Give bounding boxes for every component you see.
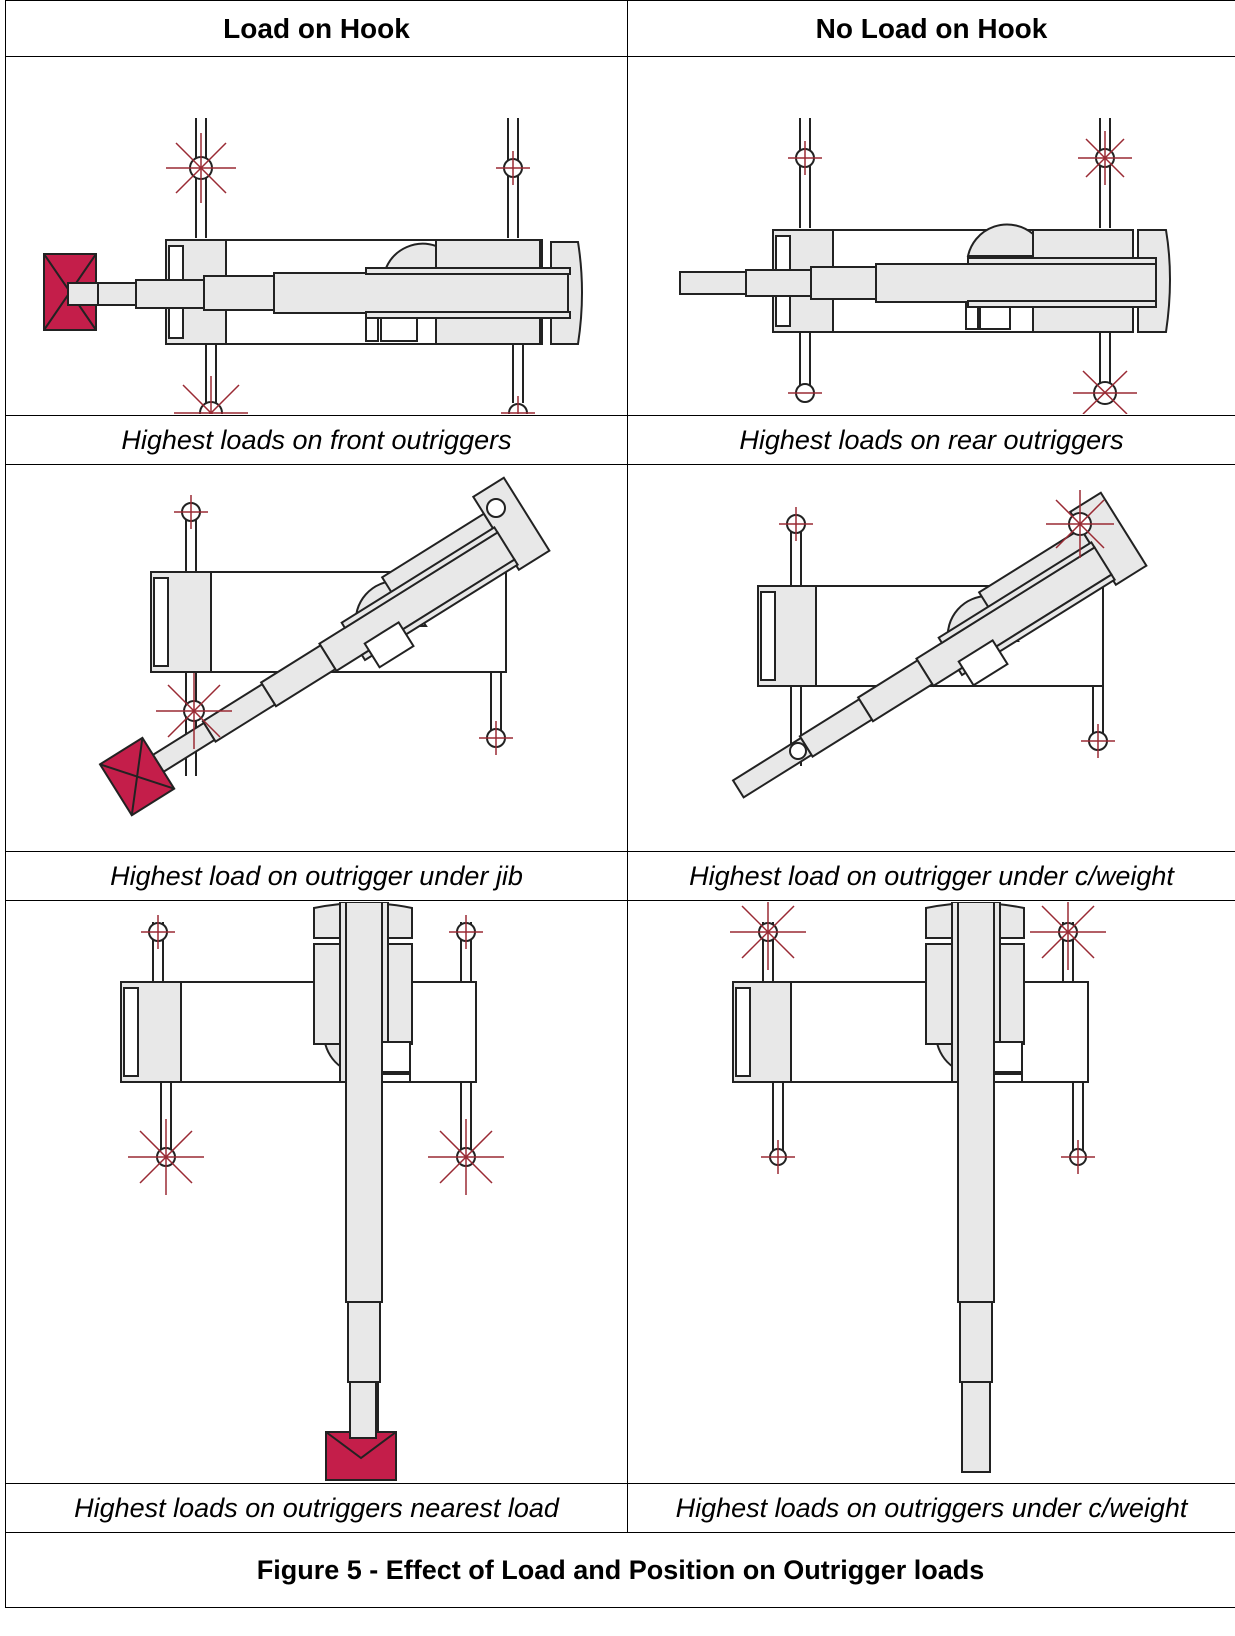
caption-outrigger-under-cweight: Highest load on outrigger under c/weight (627, 851, 1235, 901)
figure-table: Load on Hook No Load on Hook (5, 0, 1235, 1608)
diagram-cell-cweight-unloaded (627, 464, 1235, 852)
header-no-load-on-hook: No Load on Hook (627, 0, 1235, 57)
crane-diagram-load-nearest (120, 902, 504, 1481)
caption-outrigger-under-jib: Highest load on outrigger under jib (5, 851, 628, 901)
diagram-cell-cweight-side-unloaded (627, 900, 1235, 1484)
crane-diagram-load-front (43, 118, 583, 414)
crane-diagram-load-jib (98, 476, 551, 817)
crane-diagram-noload-rear (679, 118, 1171, 414)
diagram-cell-front-loaded (5, 56, 628, 416)
diagram-cell-jib-loaded (5, 464, 628, 852)
caption-outriggers-under-cweight: Highest loads on outriggers under c/weig… (627, 1483, 1235, 1533)
diagram-cell-nearest-loaded (5, 900, 628, 1484)
caption-outriggers-nearest-load: Highest loads on outriggers nearest load (5, 1483, 628, 1533)
crane-diagram-noload-cweight (731, 490, 1148, 799)
caption-rear-outriggers: Highest loads on rear outriggers (627, 415, 1235, 465)
crane-diagram-noload-cweight-side (730, 902, 1106, 1473)
diagram-cell-rear-unloaded (627, 56, 1235, 416)
figure-caption: Figure 5 - Effect of Load and Position o… (5, 1532, 1235, 1608)
caption-front-outriggers: Highest loads on front outriggers (5, 415, 628, 465)
header-load-on-hook: Load on Hook (5, 0, 628, 57)
